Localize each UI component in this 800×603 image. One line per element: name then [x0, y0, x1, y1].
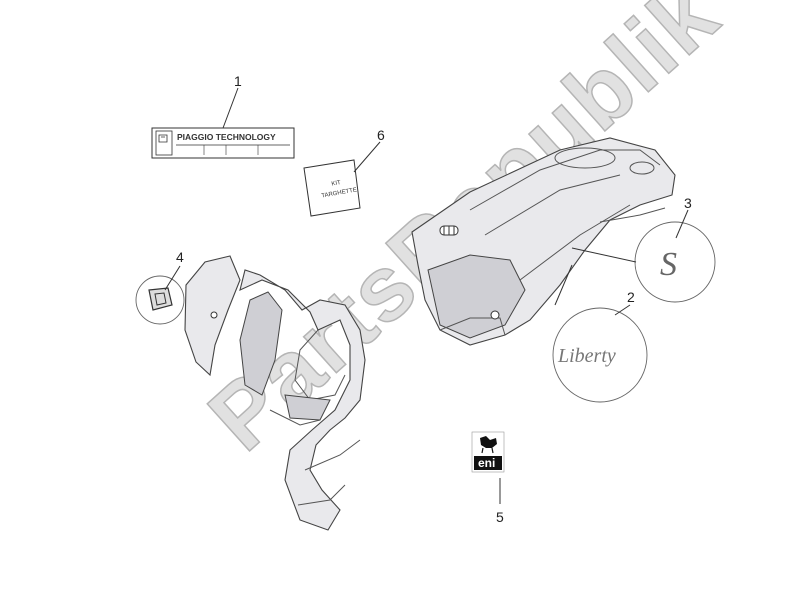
part-3-s-badge: S — [634, 221, 716, 303]
callout-5: 5 — [496, 509, 504, 525]
leader-4 — [164, 265, 181, 291]
leader-3a — [675, 209, 689, 239]
leader-lines — [164, 87, 689, 504]
callout-4: 4 — [176, 249, 184, 265]
front-leg-shield — [184, 255, 366, 531]
leader-1 — [222, 87, 239, 129]
part-4-logo-badge — [135, 275, 185, 325]
callout-6: 6 — [377, 127, 385, 143]
leader-6 — [353, 141, 381, 173]
part-2-liberty-badge: Liberty — [552, 307, 648, 403]
plate-text: PIAGGIO TECHNOLOGY — [177, 132, 276, 142]
eni-text: eni — [478, 456, 495, 470]
rear-body-shell — [411, 137, 676, 346]
part-6-card: KIT TARGHETTE — [303, 159, 361, 217]
part-5-eni-sticker: eni — [471, 431, 505, 473]
card-line1: KIT — [331, 180, 342, 188]
leader-2b — [554, 264, 573, 306]
leader-3b — [571, 247, 637, 263]
part-1-plate: PIAGGIO TECHNOLOGY — [151, 127, 295, 159]
callout-3: 3 — [684, 195, 692, 211]
callout-1: 1 — [234, 73, 242, 89]
badge-liberty-text: Liberty — [557, 345, 616, 367]
leader-2a — [614, 304, 631, 316]
callout-2: 2 — [627, 289, 635, 305]
badge-s-text: S — [660, 246, 677, 283]
